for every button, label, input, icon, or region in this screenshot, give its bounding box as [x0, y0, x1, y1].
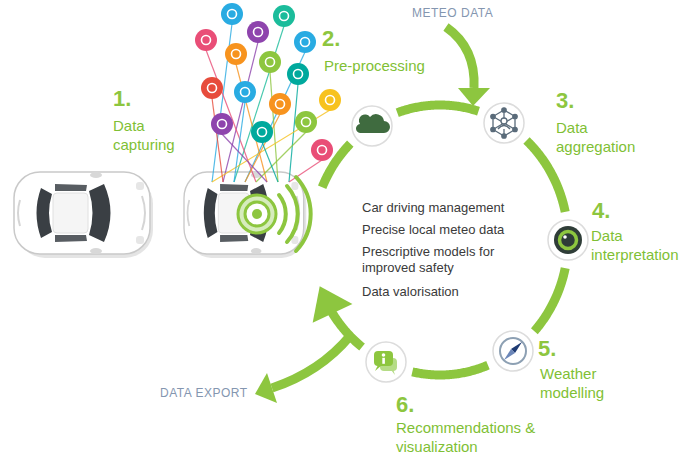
sensor-glyph	[208, 84, 217, 93]
sensor-icon	[225, 43, 247, 65]
sensor-wire	[245, 114, 280, 182]
step-icon-circle: 5.Weather modelling	[492, 330, 534, 372]
sensor-icon	[311, 139, 333, 161]
sensor-glyph	[266, 58, 275, 67]
benefit-item: Car driving management	[362, 200, 522, 216]
signal-waves	[279, 177, 311, 251]
icon-circle	[352, 106, 392, 146]
cloud-icon	[356, 114, 390, 133]
step-icon-circle: 2.Pre-processing	[351, 105, 393, 147]
step-number: 2.	[322, 26, 362, 52]
sensor-icon	[273, 5, 295, 27]
sensor-icon-bouquet	[195, 3, 341, 182]
cycle-arrow	[534, 268, 565, 331]
icon-circle	[366, 342, 406, 382]
step-icon-circle: 6.Recommendations & visualization	[365, 341, 407, 383]
icon-circle-outline	[547, 219, 589, 261]
cycle-arrow	[322, 144, 350, 188]
icon-circle	[548, 220, 588, 260]
sensor-glyph	[294, 70, 303, 79]
sensor-icon	[234, 81, 256, 103]
icon-circle	[493, 331, 533, 371]
step-number: 1.	[113, 86, 153, 112]
cycle-arrow	[412, 365, 488, 375]
output-label: DATA EXPORT	[160, 386, 260, 400]
data-export-arrow	[255, 336, 350, 403]
sensor-icon	[195, 29, 217, 51]
step-number: 5.	[538, 336, 578, 362]
sensor-wire	[262, 142, 278, 182]
sensor-glyph	[301, 38, 310, 47]
eye-icon	[554, 226, 582, 254]
cycle-arc	[412, 365, 488, 375]
sensor-icon	[259, 51, 281, 73]
sensor-glyph	[202, 36, 211, 45]
input-label: METEO DATA	[412, 6, 512, 20]
cycle-arrow	[397, 105, 478, 113]
cycle-arc	[322, 144, 350, 188]
benefit-item: Prescriptive models for improved safety	[362, 244, 512, 277]
sensor-glyph	[280, 12, 289, 21]
step-label: Recommendations & visualization	[396, 418, 536, 456]
sensor-wire	[289, 160, 322, 182]
icon-circle-outline	[365, 341, 407, 383]
step-icon-circle: 3.Data aggregation	[483, 102, 525, 144]
sensor-glyph	[254, 28, 263, 37]
cycle-arc	[397, 105, 478, 113]
sensor-glyph	[241, 88, 250, 97]
network-icon	[491, 108, 517, 138]
sensor-icon	[295, 111, 317, 133]
sensor-icon	[201, 77, 223, 99]
sensor-wire	[234, 102, 245, 182]
sensor-glyph	[228, 10, 237, 19]
target-symbol	[238, 195, 276, 233]
vehicle-node: 1.Data capturing	[190, 160, 315, 270]
sensor-glyph	[302, 118, 311, 127]
sensor-glyph	[258, 128, 267, 137]
step-label: Pre-processing	[324, 56, 474, 75]
icon-circle-outline	[351, 105, 393, 147]
sensor-icon	[251, 121, 273, 143]
step-number: 3.	[556, 88, 596, 114]
step-number: 6.	[396, 392, 436, 418]
step-label: Data capturing	[113, 116, 198, 154]
icon-circle-outline	[483, 102, 525, 144]
sensor-glyph	[318, 146, 327, 155]
cycle-arc	[332, 311, 362, 347]
cycle-arrow	[313, 286, 362, 347]
sensor-glyph	[276, 100, 285, 109]
sensor-glyph	[326, 96, 335, 105]
step-label: Data interpretation	[591, 226, 691, 264]
benefit-item: Data valorisation	[362, 284, 522, 300]
benefit-item: Precise local meteo data	[362, 222, 522, 238]
sensor-icon	[287, 63, 309, 85]
step-label: Weather modelling	[540, 364, 635, 402]
sensor-icon	[269, 93, 291, 115]
icon-circle-outline	[492, 330, 534, 372]
arrow-head	[313, 286, 353, 323]
sensor-icon	[211, 113, 233, 135]
cycle-arc	[534, 268, 565, 331]
sensor-wire	[212, 98, 223, 182]
info-icon	[374, 351, 397, 375]
step-label: Data aggregation	[556, 118, 651, 156]
sensor-glyph	[218, 120, 227, 129]
sensor-icon	[247, 21, 269, 43]
meteo-input-arrow	[446, 27, 490, 106]
compass-icon	[500, 338, 526, 364]
sensor-icon	[294, 31, 316, 53]
connected-car	[184, 172, 306, 258]
sensor-icon	[221, 3, 243, 25]
sensor-icon	[319, 89, 341, 111]
parked-car	[14, 172, 153, 258]
icon-circle	[484, 103, 524, 143]
step-number: 4.	[592, 198, 632, 224]
step-icon-circle: 4.Data interpretation	[547, 219, 589, 261]
sensor-glyph	[232, 50, 241, 59]
sensor-wire	[289, 84, 298, 182]
